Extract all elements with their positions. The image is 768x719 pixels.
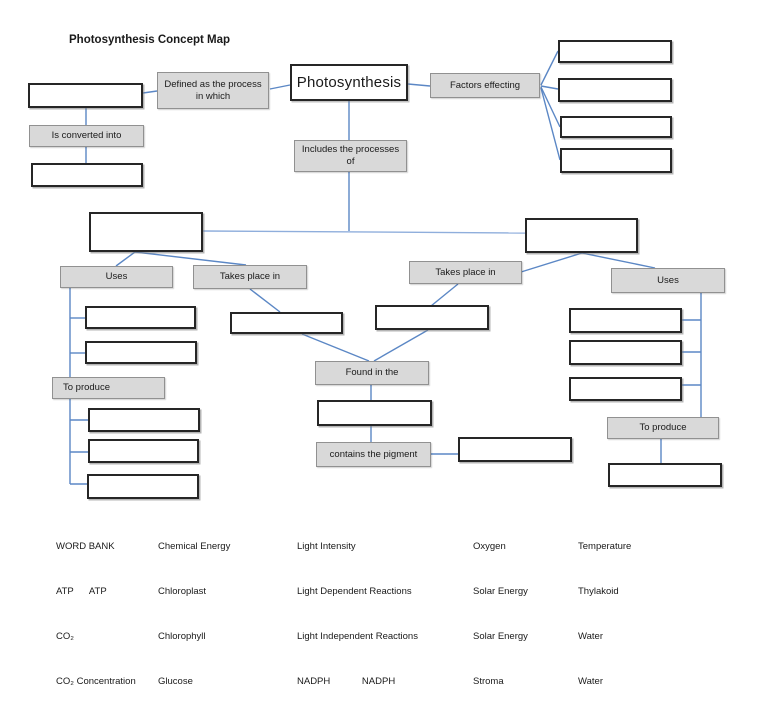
answer-box-uses-right-3[interactable] — [569, 377, 682, 401]
answer-box-uses-right-1[interactable] — [569, 308, 682, 333]
wordbank-item: Light Dependent Reactions — [297, 586, 412, 597]
wordbank-item: CO₂ — [56, 631, 74, 642]
wordbank-item: Temperature — [578, 541, 632, 552]
answer-box-factor-2[interactable] — [558, 78, 672, 102]
node-photosynthesis: Photosynthesis — [290, 64, 408, 101]
label-is-converted-into: Is converted into — [29, 125, 144, 147]
label-uses-left: Uses — [60, 266, 173, 288]
label-to-produce-left: To produce — [52, 377, 165, 399]
answer-box-pigment[interactable] — [458, 437, 572, 462]
answer-box-uses-left-1[interactable] — [85, 306, 196, 329]
answer-box-produce-right-1[interactable] — [608, 463, 722, 487]
wordbank-item: Chemical Energy — [158, 541, 231, 552]
label-takes-place-in-right: Takes place in — [409, 261, 522, 284]
wordbank-item: CO₂ Concentration — [56, 676, 136, 687]
connector-lines — [69, 50, 702, 485]
label-takes-place-in-left: Takes place in — [193, 265, 307, 289]
answer-box-factor-4[interactable] — [560, 148, 672, 173]
answer-box-factor-1[interactable] — [558, 40, 672, 63]
answer-box-uses-right-2[interactable] — [569, 340, 682, 365]
answer-box-process-right[interactable] — [525, 218, 638, 253]
wordbank-heading: WORD BANK — [56, 541, 115, 552]
answer-box-produce-left-1[interactable] — [88, 408, 200, 432]
answer-box-factor-3[interactable] — [560, 116, 672, 138]
wordbank-item: Thylakoid — [578, 586, 619, 597]
answer-box-found-in[interactable] — [317, 400, 432, 426]
wordbank-item: NADPH NADPH — [297, 676, 396, 687]
wordbank-column-2: Chemical Energy Chloroplast Chlorophyll … — [158, 509, 230, 719]
label-to-produce-right: To produce — [607, 417, 719, 439]
answer-box-place-left[interactable] — [230, 312, 343, 334]
wordbank-item: Chloroplast — [158, 586, 207, 597]
wordbank-column-5: Temperature Thylakoid Water Water — [578, 509, 631, 719]
wordbank-column-3: Light Intensity Light Dependent Reaction… — [297, 509, 418, 719]
wordbank-item: Light Independent Reactions — [297, 631, 418, 642]
wordbank-item: Water — [578, 676, 603, 687]
page-title: Photosynthesis Concept Map — [69, 34, 231, 46]
label-uses-right: Uses — [611, 268, 725, 293]
wordbank-item: Oxygen — [473, 541, 506, 552]
answer-box-converted-into[interactable] — [31, 163, 143, 187]
concept-map: Photosynthesis Concept Map Photosynthesi… — [28, 34, 725, 687]
wordbank-column-1: WORD BANK ATP ATP CO₂ CO₂ Concentration — [56, 509, 136, 719]
wordbank-item: Water — [578, 631, 603, 642]
wordbank-item: Solar Energy — [473, 586, 528, 597]
answer-box-produce-left-3[interactable] — [87, 474, 199, 499]
label-defined-as: Defined as the process in which — [157, 72, 269, 109]
answer-box-produce-left-2[interactable] — [88, 439, 199, 463]
answer-box-uses-left-2[interactable] — [85, 341, 197, 364]
wordbank-item: Chlorophyll — [158, 631, 206, 642]
wordbank-item: Glucose — [158, 676, 193, 687]
label-includes-processes: Includes the processes of — [294, 140, 407, 172]
answer-box-process-left[interactable] — [89, 212, 203, 252]
label-found-in-the: Found in the — [315, 361, 429, 385]
answer-box-place-right[interactable] — [375, 305, 489, 330]
label-contains-the-pigment: contains the pigment — [316, 442, 431, 467]
wordbank-item: Stroma — [473, 676, 504, 687]
wordbank-item: ATP ATP — [56, 586, 107, 597]
label-factors-effecting: Factors effecting — [430, 73, 540, 98]
wordbank-column-4: Oxygen Solar Energy Solar Energy Stroma — [473, 509, 528, 719]
wordbank-item: Solar Energy — [473, 631, 528, 642]
answer-box-defined-result[interactable] — [28, 83, 143, 108]
wordbank-item: Light Intensity — [297, 541, 356, 552]
